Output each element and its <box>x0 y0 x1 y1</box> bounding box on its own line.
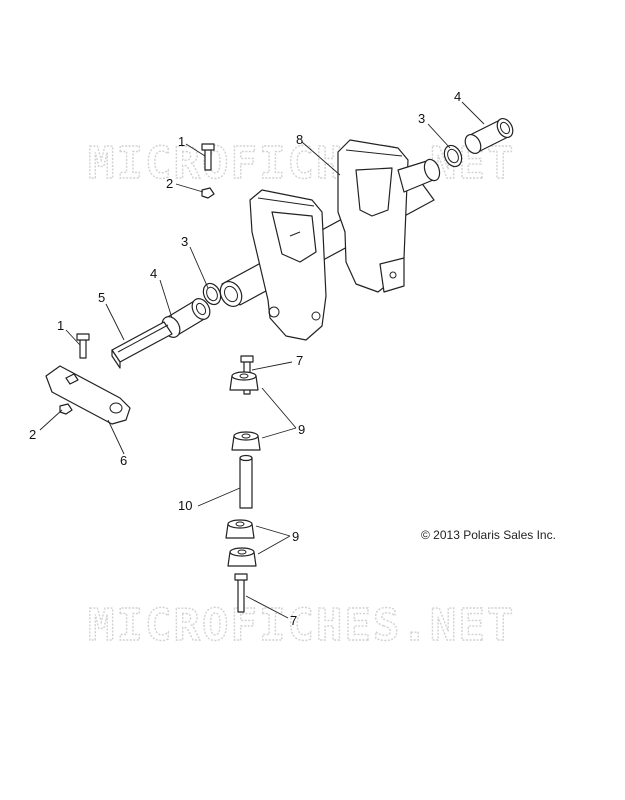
callout-7-upper: 7 <box>296 353 303 368</box>
part-6-lever-arm <box>45 365 131 425</box>
watermark-top: MICROFICHES.NET <box>88 138 515 189</box>
callout-10: 10 <box>178 498 192 513</box>
part-9-grommet-2 <box>231 431 261 451</box>
part-4-bushing-right <box>464 117 514 155</box>
part-9-grommet-4 <box>227 547 257 567</box>
callout-2-upper: 2 <box>166 176 173 191</box>
copyright-text: © 2013 Polaris Sales Inc. <box>421 528 556 542</box>
callout-1-left: 1 <box>57 318 64 333</box>
callout-6: 6 <box>120 453 127 468</box>
part-2-nut-upper <box>201 187 215 199</box>
callout-2-left: 2 <box>29 427 36 442</box>
part-1-bolt-upper <box>201 143 215 171</box>
callout-5: 5 <box>98 290 105 305</box>
callout-4-left: 4 <box>150 266 157 281</box>
callout-3-right: 3 <box>418 111 425 126</box>
part-7-bolt-lower <box>234 573 248 613</box>
watermark-bottom: MICROFICHES.NET <box>88 600 515 651</box>
callout-1-upper: 1 <box>178 134 185 149</box>
part-2-nut-left <box>59 403 73 415</box>
callout-4-right: 4 <box>454 89 461 104</box>
part-9-grommet-3 <box>225 519 255 539</box>
part-9-grommet-1 <box>229 371 259 391</box>
callout-9-lower: 9 <box>292 529 299 544</box>
callout-9-upper: 9 <box>298 422 305 437</box>
part-8-bracket-assembly <box>219 139 441 341</box>
callout-7-lower: 7 <box>290 613 297 628</box>
part-10-spacer <box>239 454 253 509</box>
leader-lines <box>39 101 485 619</box>
callout-8: 8 <box>296 132 303 147</box>
part-1-bolt-left <box>76 333 90 359</box>
callout-3-left: 3 <box>181 234 188 249</box>
part-5-square-shaft <box>111 321 173 369</box>
